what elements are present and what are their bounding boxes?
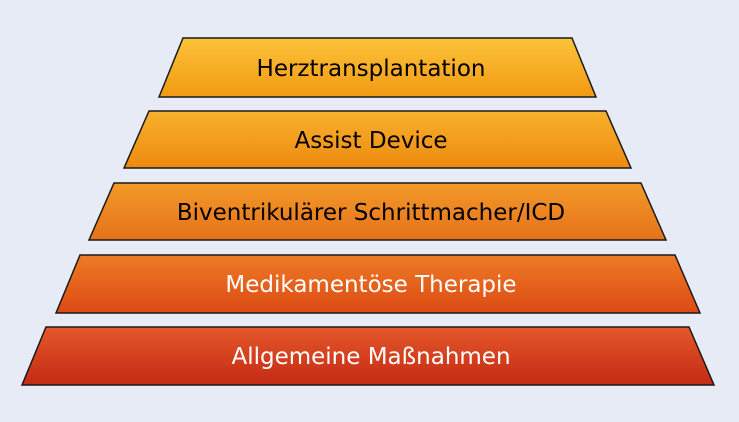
tier-4-trapezoid [54,254,702,314]
tier-3-trapezoid [87,182,668,241]
pyramid-tier-2: Assist Device [122,110,633,169]
tier-1-trapezoid [157,37,598,98]
tier-5-trapezoid [20,326,716,386]
tier-2-trapezoid [122,110,633,169]
tier-4-label: Medikamentöse Therapie [225,272,516,298]
tier-2-label: Assist Device [294,128,447,154]
tier-3-label: Biventrikulärer Schrittmacher/ICD [177,200,565,226]
pyramid-tier-5: Allgemeine Maßnahmen [20,326,716,386]
pyramid-tier-3: Biventrikulärer Schrittmacher/ICD [87,182,668,241]
pyramid-tier-1: Herztransplantation [157,37,598,98]
pyramid-tier-4: Medikamentöse Therapie [54,254,702,314]
tier-5-label: Allgemeine Maßnahmen [231,344,510,370]
tier-1-label: Herztransplantation [257,56,486,82]
